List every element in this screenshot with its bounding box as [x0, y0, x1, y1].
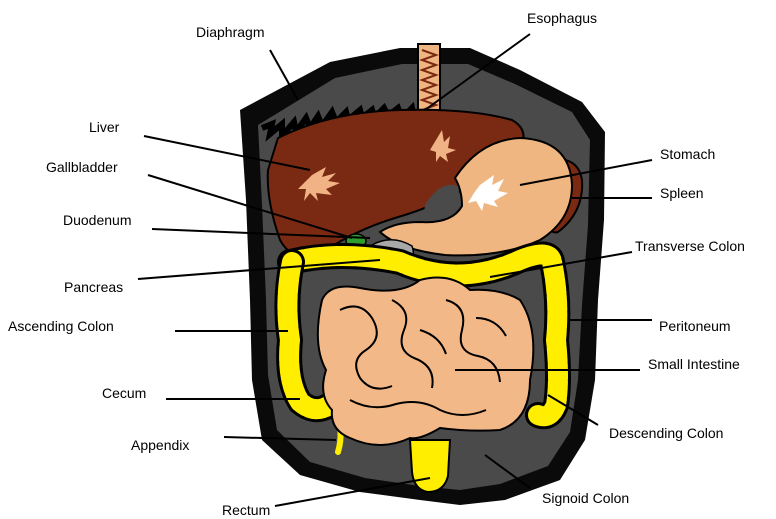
label-spleen: Spleen — [660, 185, 704, 201]
label-esophagus: Esophagus — [527, 10, 597, 26]
rectum-organ — [410, 440, 450, 492]
label-descending-colon: Descending Colon — [609, 425, 723, 441]
label-duodenum: Duodenum — [63, 212, 132, 228]
label-cecum: Cecum — [102, 385, 146, 401]
label-diaphragm: Diaphragm — [196, 24, 264, 40]
label-ascending-colon: Ascending Colon — [8, 318, 114, 334]
small-intestine-organ — [318, 278, 533, 445]
label-transverse-colon: Transverse Colon — [635, 238, 745, 254]
label-liver: Liver — [89, 119, 119, 135]
label-gallbladder: Gallbladder — [46, 159, 118, 175]
label-peritoneum: Peritoneum — [659, 318, 731, 334]
label-stomach: Stomach — [660, 146, 715, 162]
label-rectum: Rectum — [222, 502, 270, 518]
label-appendix: Appendix — [131, 437, 189, 453]
label-sigmoid-colon: Signoid Colon — [542, 490, 629, 506]
label-small-intestine: Small Intestine — [648, 356, 740, 372]
label-pancreas: Pancreas — [64, 279, 123, 295]
